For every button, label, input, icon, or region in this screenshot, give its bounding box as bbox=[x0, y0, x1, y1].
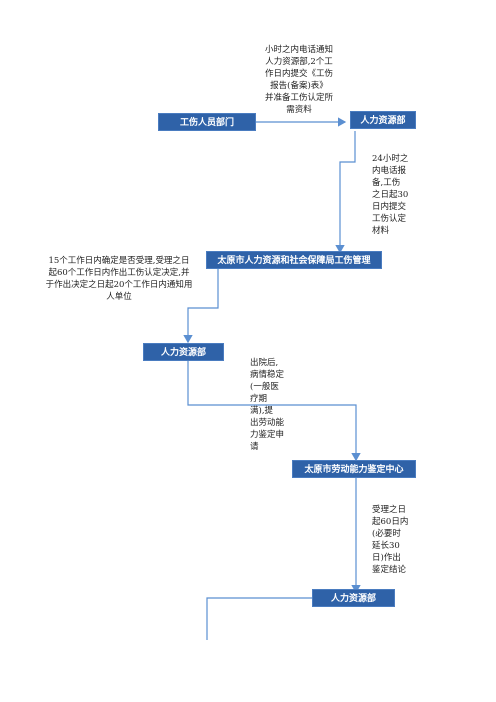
connector-hr-outgoing bbox=[206, 597, 312, 640]
node-bureau: 太原市人力资源和社会保障局工伤管理 bbox=[206, 251, 382, 269]
node-hr-2: 人力资源部 bbox=[143, 343, 224, 361]
node-appraisal-center: 太原市劳动能力鉴定中心 bbox=[292, 460, 416, 478]
node-injured-dept: 工伤人员部门 bbox=[158, 113, 256, 131]
connector-hr-to-bureau bbox=[335, 131, 356, 254]
note-appraisal-conclusion: 受理之日 起60日内 (必要时 延长30 日)作出 鉴定结论 bbox=[372, 505, 409, 575]
connector-hr-to-center bbox=[187, 360, 361, 462]
note-report-to-hr: 小时之内电话通知 人力资源部,2个工 作日内提交《工伤 报告(备案)表》 并准备… bbox=[264, 45, 333, 115]
node-hr-1: 人力资源部 bbox=[350, 111, 416, 129]
connector-bureau-to-hr bbox=[183, 268, 219, 344]
note-bureau-decision: 15个工作日内确定是否受理,受理之日 起60个工作日内作出工伤认定决定,并 于作… bbox=[45, 256, 193, 302]
note-appraisal-application: 出院后, 病情稳定 (一般医 疗期 满),提 出劳动能 力鉴定申 请 bbox=[250, 358, 285, 452]
note-report-to-bureau: 24小时之 内电话报 备,工伤 之日起30 日内提交 工伤认定 材料 bbox=[372, 154, 409, 236]
node-hr-3: 人力资源部 bbox=[312, 589, 395, 607]
